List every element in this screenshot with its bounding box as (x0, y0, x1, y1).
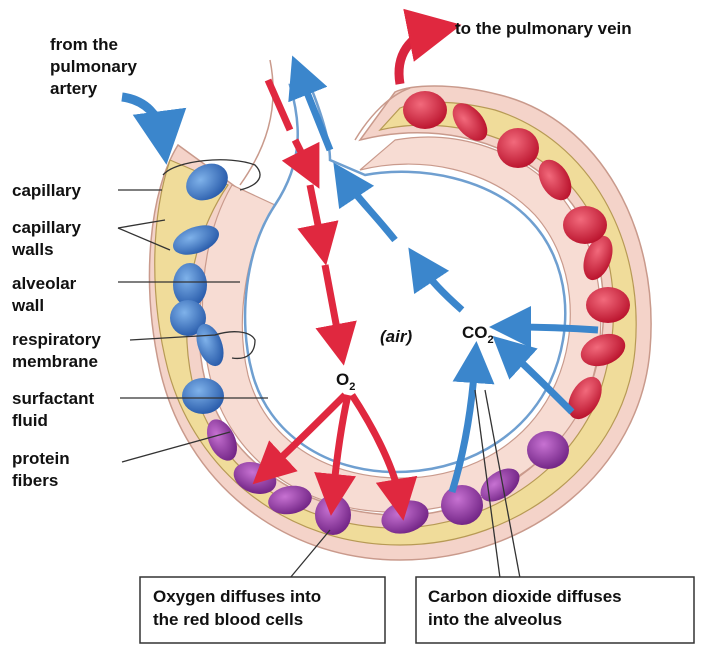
capillary-band (154, 101, 637, 546)
co2-arrow-out-3 (408, 247, 465, 313)
label-o2: O2 (336, 370, 355, 393)
co2-base: CO (462, 323, 488, 342)
co2-arrows (288, 55, 599, 494)
blood-cell (173, 263, 207, 307)
o2-arrow-in-1 (264, 78, 294, 132)
label-protein-fibers-1: protein (12, 449, 70, 468)
oxygen-arrows (252, 78, 418, 521)
blood-cell (583, 235, 613, 281)
o2-sub: 2 (349, 381, 355, 393)
co2-arrow-out-1 (288, 55, 334, 152)
o2-arrow-cell-3 (349, 393, 418, 521)
oxygen-callout-box: Oxygen diffuses into the red blood cells (139, 576, 386, 644)
blood-cell (268, 485, 312, 515)
blood-cell (527, 431, 569, 469)
label-respiratory-membrane-1: respiratory (12, 330, 101, 349)
label-co2: CO2 (462, 323, 494, 346)
co2-box-line-2: into the alveolus (428, 610, 562, 629)
o2-arrow-in-3 (297, 184, 339, 266)
leader-lines (117, 159, 521, 579)
co2-box-line-1: Carbon dioxide diffuses (428, 587, 622, 606)
label-air: (air) (380, 327, 412, 346)
blood-cell (403, 91, 447, 129)
airway-walls (239, 59, 411, 186)
o2-arrow-cell-1 (252, 392, 348, 485)
blood-flow-arrows (121, 8, 462, 165)
co2-callout-box: Carbon dioxide diffuses into the alveolu… (415, 576, 695, 644)
label-alveolar-wall-1: alveolar (12, 274, 77, 293)
blood-cell (452, 103, 488, 141)
co2-sub: 2 (488, 334, 494, 346)
co2-arrow-out-2 (333, 162, 398, 243)
label-surfactant-fluid-1: surfactant (12, 389, 95, 408)
label-to-vein: to the pulmonary vein (455, 19, 632, 38)
o2-arrow-in-4 (315, 264, 357, 366)
blood-cell (568, 376, 602, 420)
blood-cell (206, 419, 238, 461)
blood-cell (173, 225, 219, 255)
o2-arrow-cell-2 (314, 394, 356, 516)
oxygen-box-line-2: the red blood cells (153, 610, 303, 629)
arrow-from-artery (121, 92, 187, 165)
label-from-artery-2: pulmonary (50, 57, 137, 76)
co2-arrow-cell-1 (489, 306, 599, 349)
co2-arrow-cell-2 (492, 335, 575, 415)
blood-cell (497, 128, 539, 168)
blood-cell (315, 495, 351, 535)
label-capillary-walls-2: walls (11, 240, 54, 259)
blood-cell (480, 468, 520, 502)
label-from-artery-1: from the (50, 35, 118, 54)
label-from-artery-3: artery (50, 79, 98, 98)
blood-cell (170, 300, 206, 336)
blood-cell (441, 485, 483, 525)
label-surfactant-fluid-2: fluid (12, 411, 48, 430)
label-capillary-walls-1: capillary (12, 218, 82, 237)
oxygen-box-line-1: Oxygen diffuses into (153, 587, 321, 606)
label-protein-fibers-2: fibers (12, 471, 58, 490)
o2-arrow-in-2 (281, 138, 320, 189)
blood-cell (586, 287, 630, 323)
co2-arrow-cell-3 (448, 341, 495, 494)
blood-cell (186, 163, 228, 201)
blood-cell (580, 333, 626, 367)
blood-cell (563, 206, 607, 244)
blood-cell (538, 159, 572, 201)
arrow-to-vein (394, 8, 462, 85)
label-alveolar-wall-2: wall (11, 296, 44, 315)
blood-cell (182, 378, 224, 414)
label-respiratory-membrane-2: membrane (12, 352, 98, 371)
label-capillary: capillary (12, 181, 82, 200)
o2-base: O (336, 370, 349, 389)
